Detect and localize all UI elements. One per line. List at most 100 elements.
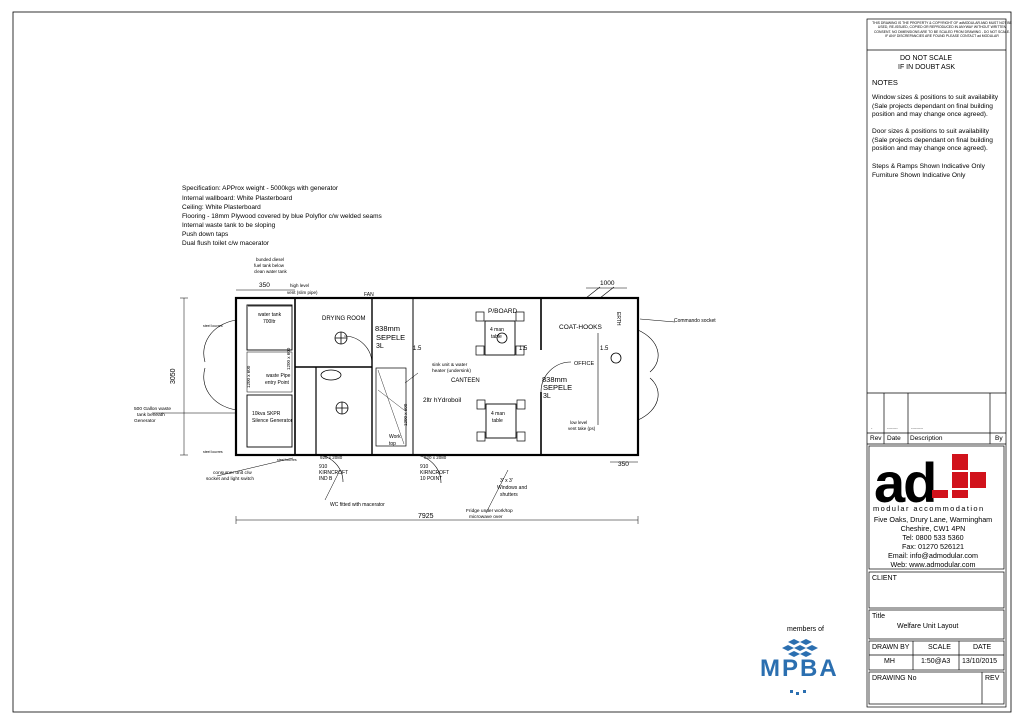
door-sepele-2-material: SEPELE — [543, 383, 573, 392]
spec-line-3: Ceiling: White Plasterboard — [182, 204, 261, 211]
logo-square-2 — [952, 472, 968, 488]
members-label: members of — [787, 626, 824, 633]
door-910-b-make: KIRNCROFT — [420, 470, 450, 476]
company-logo: ad — [874, 451, 937, 514]
pinboard: P/BOARD — [488, 308, 518, 315]
scale-value: 1:50@A3 — [921, 658, 951, 665]
mpba-logo-mark — [782, 639, 818, 695]
bunded-fuel-b: fuel tank below — [254, 263, 285, 268]
dim-one-five-a: 1.5 — [413, 346, 422, 352]
window-3x3: 3' x 3' — [500, 478, 513, 484]
dim-width: 3050 — [170, 368, 177, 384]
notes-heading: NOTES — [872, 78, 898, 87]
microwave: microwave over — [469, 515, 503, 520]
steel-louvres-1: steel louvres — [203, 324, 223, 328]
waste-tank-label: 500 Gallon waste — [134, 407, 172, 412]
logo-square-4 — [952, 490, 968, 498]
note-2: Door sizes & positions to suit availabil… — [872, 128, 993, 153]
hydroboil: 2ltr hYdroboil — [423, 397, 462, 404]
telephone: Tel: 0800 533 5360 — [902, 533, 964, 542]
generator-type: Silence Generator — [252, 418, 293, 424]
window-920-a: 920 x 2080 — [320, 455, 343, 460]
bunded-fuel-c: clean water tank — [254, 269, 287, 274]
address-line-1: Five Oaks, Drury Lane, Warmingham — [873, 515, 993, 524]
window-3x3-b: Windows and — [497, 485, 528, 491]
waste-tank-label-c: Generator — [134, 419, 156, 424]
dim-corner: 350 — [618, 461, 629, 468]
window-920-b: 920 x 2080 — [424, 455, 447, 460]
note-1: Window sizes & positions to suit availab… — [872, 94, 999, 119]
rev-header-rev: Rev — [870, 435, 882, 442]
title-value: Welfare Unit Layout — [897, 623, 959, 630]
scale-label: SCALE — [928, 644, 951, 651]
low-level-vent-b: vent take (ps) — [568, 426, 596, 431]
logo-square-3 — [970, 472, 986, 488]
rev-row-rev: - — [871, 425, 873, 430]
waste-tank-label-b: tank beneath — [137, 413, 165, 418]
bunded-fuel: bunded diesel — [256, 257, 285, 262]
note-3: Steps & Ramps Shown Indicative Only Furn… — [872, 163, 985, 179]
spec-line-1: Specification: APProx weight - 5000kgs w… — [182, 185, 339, 192]
door-910-a-type: IND B — [319, 476, 333, 482]
high-level-vent-b: vent (slim pipe) — [287, 290, 318, 295]
work-top: Work — [389, 434, 401, 440]
consumer-unit: consumer unit c/w — [213, 471, 252, 476]
address-line-2: Cheshire, CW1 4PN — [900, 524, 966, 533]
do-not-scale: DO NOT SCALE — [900, 55, 952, 62]
waste-pipe-label: waste Pipe — [266, 373, 291, 379]
generator-label: 10kva SKPR — [252, 411, 281, 417]
rev-header-by: By — [995, 435, 1003, 442]
door-910-a: 910 — [319, 464, 328, 470]
date-value: 13/10/2015 — [962, 658, 998, 665]
door-sepele-2: 838mm — [542, 375, 568, 384]
door-sepele-2-lock: 3L — [543, 393, 551, 400]
rev-row-date: -------- — [887, 425, 898, 430]
sink-unit: sink unit & water — [432, 363, 468, 368]
logo-square-5 — [932, 490, 948, 498]
title-block-frame — [866, 18, 1007, 708]
generator — [246, 394, 293, 448]
high-level-vent: high level — [290, 283, 310, 288]
room-drying: DRYING ROOM — [322, 316, 366, 322]
spec-line-7: Dual flush toilet c/w macerator — [182, 240, 270, 247]
commando-socket: Commando socket — [674, 318, 716, 324]
table-1-b: table — [491, 334, 502, 340]
drawn-by: MH — [884, 658, 895, 665]
dim-one-five-b: 1.5 — [519, 346, 528, 352]
logo-square-1 — [952, 454, 968, 470]
title-label: Title — [872, 613, 885, 620]
spec-line-2: Internal wallboard: White Plasterboard — [182, 195, 293, 202]
water-tank — [246, 304, 293, 351]
window-3x3-c: shutters — [500, 492, 518, 498]
fax: Fax: 01270 526121 — [902, 542, 964, 551]
rev-header-description: Description — [910, 435, 943, 442]
website: Web: www.admodular.com — [890, 560, 976, 569]
rev-row-description: --------- — [911, 425, 923, 430]
earth: ERTH — [615, 312, 621, 326]
date-label: DATE — [973, 644, 992, 651]
water-tank-label: water tank — [258, 312, 282, 318]
spec-line-4: Flooring - 18mm Plywood covered by blue … — [182, 213, 382, 220]
dim-door: 1000 — [600, 280, 615, 287]
low-level-vent: low level — [570, 420, 588, 425]
steel-louvres-2: steel louvres — [203, 450, 223, 454]
rev-header-date: Date — [887, 435, 901, 442]
client-label: CLIENT — [872, 575, 897, 582]
window-1200-b: 1200 x 600 — [286, 347, 291, 370]
door-sepele-1-material: SEPELE — [376, 333, 406, 342]
coat-hooks: COAT-HOOKS — [559, 324, 602, 331]
table-1: 4 man — [490, 327, 504, 333]
dim-one-five-c: 1.5 — [600, 346, 609, 352]
spec-line-6: Push down taps — [182, 231, 229, 238]
steel-louvres-3: steel louvres — [277, 458, 297, 462]
outer-wall — [234, 296, 640, 457]
logo-subtitle: modular accommodation — [873, 504, 985, 513]
sink-unit-b: heater (undersink) — [432, 369, 471, 374]
email: Email: info@admodular.com — [888, 551, 978, 560]
door-910-b-type: 10 POINT — [420, 476, 443, 482]
sheet-border — [12, 11, 1012, 713]
door-sepele-1-lock: 3L — [376, 343, 384, 350]
door-sepele-1: 838mm — [375, 324, 401, 333]
